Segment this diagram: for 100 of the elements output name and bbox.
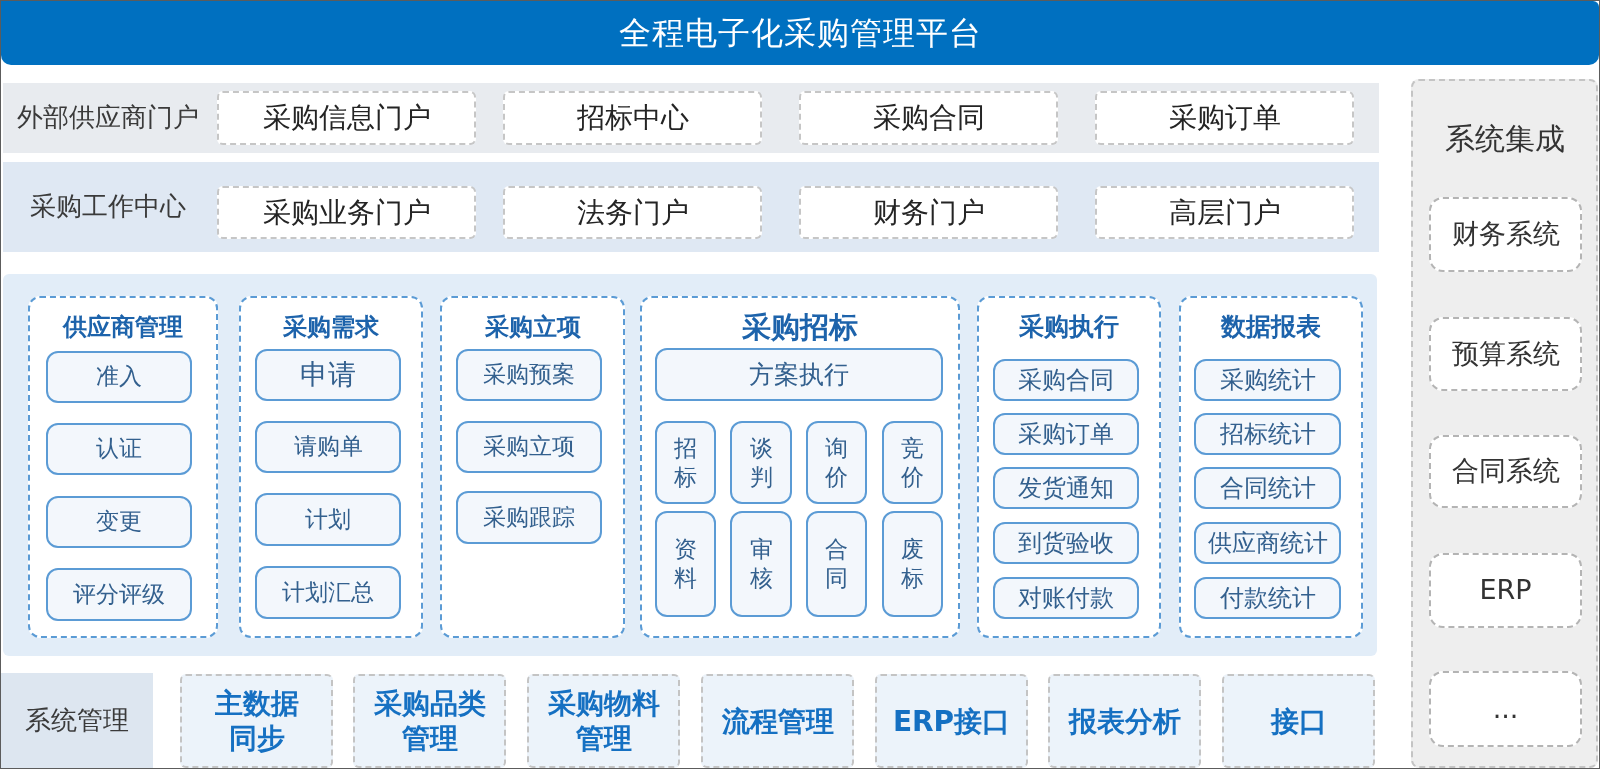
function-box xyxy=(46,496,192,548)
tile-label: 流程管理 xyxy=(721,703,834,739)
function-box xyxy=(993,359,1139,401)
layer-band xyxy=(3,162,1379,252)
module-panel xyxy=(640,296,960,638)
function-box xyxy=(255,421,401,473)
management-tile xyxy=(527,674,680,768)
title-text: 全程电子化采购管理平台 xyxy=(618,13,982,53)
portal-label: 采购业务门户 xyxy=(262,195,431,230)
tile-label: 主数据同步 xyxy=(214,686,299,756)
function-box xyxy=(1194,577,1341,619)
function-box xyxy=(993,467,1139,509)
function-label: 评分评级 xyxy=(73,580,165,609)
management-tile xyxy=(1222,674,1375,768)
portal-box xyxy=(503,186,762,239)
portal-label: 高层门户 xyxy=(1168,195,1281,230)
system-box xyxy=(1429,435,1582,508)
function-box xyxy=(456,491,602,544)
function-label: 采购立项 xyxy=(483,433,575,461)
function-label: 对账付款 xyxy=(1018,583,1114,613)
function-box xyxy=(655,511,716,617)
module-panel xyxy=(239,296,423,638)
module-panel xyxy=(440,296,625,638)
function-box xyxy=(255,349,401,401)
function-label: 资料 xyxy=(674,535,697,593)
function-label: 计划 xyxy=(305,505,351,534)
management-tile xyxy=(875,674,1028,768)
system-label: ... xyxy=(1492,692,1519,726)
function-label: 合同统计 xyxy=(1219,473,1316,503)
layer-title: 系统管理 xyxy=(25,704,129,737)
management-tile xyxy=(180,674,333,768)
function-label: 付款统计 xyxy=(1219,583,1316,613)
module-panel xyxy=(977,296,1161,638)
tile-label: 采购物料管理 xyxy=(547,686,660,756)
function-label: 合同 xyxy=(825,535,848,593)
system-label: 财务系统 xyxy=(1451,218,1560,251)
layer-header xyxy=(1,673,153,768)
function-label: 采购订单 xyxy=(1018,419,1114,449)
system-box xyxy=(1429,671,1582,747)
function-label: 谈判 xyxy=(749,433,773,492)
function-box xyxy=(1194,522,1341,564)
function-box xyxy=(882,511,943,617)
system-box xyxy=(1429,197,1582,272)
management-tile xyxy=(701,674,854,768)
function-box xyxy=(1194,413,1341,455)
system-box xyxy=(1429,553,1582,628)
function-box xyxy=(655,348,943,401)
tile-label: 采购品类管理 xyxy=(373,686,486,756)
function-box xyxy=(993,577,1139,619)
portal-label: 采购订单 xyxy=(1168,101,1281,135)
function-label: 变更 xyxy=(96,508,142,536)
function-box xyxy=(730,421,792,504)
function-label: 计划汇总 xyxy=(282,578,374,607)
layer-band xyxy=(3,83,1379,153)
portal-box xyxy=(503,91,762,145)
portal-label: 采购信息门户 xyxy=(262,101,431,135)
function-box xyxy=(655,421,716,504)
function-box xyxy=(993,522,1139,564)
function-box xyxy=(730,511,792,617)
function-label: 审核 xyxy=(749,535,773,593)
system-label: ERP xyxy=(1479,574,1532,607)
module-heading: 采购招标 xyxy=(742,309,858,345)
module-panel xyxy=(1179,296,1363,638)
function-box xyxy=(882,421,943,504)
management-tile xyxy=(1048,674,1201,768)
system-label: 合同系统 xyxy=(1451,455,1560,488)
tile-label: ERP接口 xyxy=(892,703,1011,739)
function-box xyxy=(993,413,1139,455)
function-label: 方案执行 xyxy=(749,359,849,390)
function-box xyxy=(46,351,192,403)
function-label: 采购跟踪 xyxy=(483,503,575,532)
function-label: 采购统计 xyxy=(1219,365,1316,395)
module-heading: 供应商管理 xyxy=(63,312,183,342)
function-label: 申请 xyxy=(300,358,356,392)
function-box xyxy=(46,423,192,475)
function-box xyxy=(456,421,602,473)
function-label: 认证 xyxy=(96,435,142,463)
management-tile xyxy=(353,674,506,768)
module-heading: 数据报表 xyxy=(1221,312,1321,342)
module-panel xyxy=(28,296,218,638)
function-label: 发货通知 xyxy=(1018,473,1114,503)
layer-title: 采购工作中心 xyxy=(30,191,186,223)
system-label: 预算系统 xyxy=(1451,337,1560,371)
function-label: 招标统计 xyxy=(1219,419,1316,449)
module-area xyxy=(3,274,1377,656)
function-label: 准入 xyxy=(96,363,142,391)
module-heading: 采购立项 xyxy=(484,312,581,342)
function-label: 请购单 xyxy=(293,433,363,461)
portal-label: 招标中心 xyxy=(576,101,689,135)
tile-label: 接口 xyxy=(1270,703,1327,739)
function-label: 废标 xyxy=(901,535,924,593)
function-box xyxy=(456,349,602,401)
function-label: 招标 xyxy=(674,433,697,492)
function-label: 供应商统计 xyxy=(1207,528,1328,558)
function-box xyxy=(806,421,867,504)
function-box xyxy=(1194,359,1341,401)
function-label: 到货验收 xyxy=(1018,528,1114,558)
portal-box xyxy=(217,91,476,145)
function-label: 询价 xyxy=(825,433,848,492)
function-label: 采购预案 xyxy=(483,361,575,389)
